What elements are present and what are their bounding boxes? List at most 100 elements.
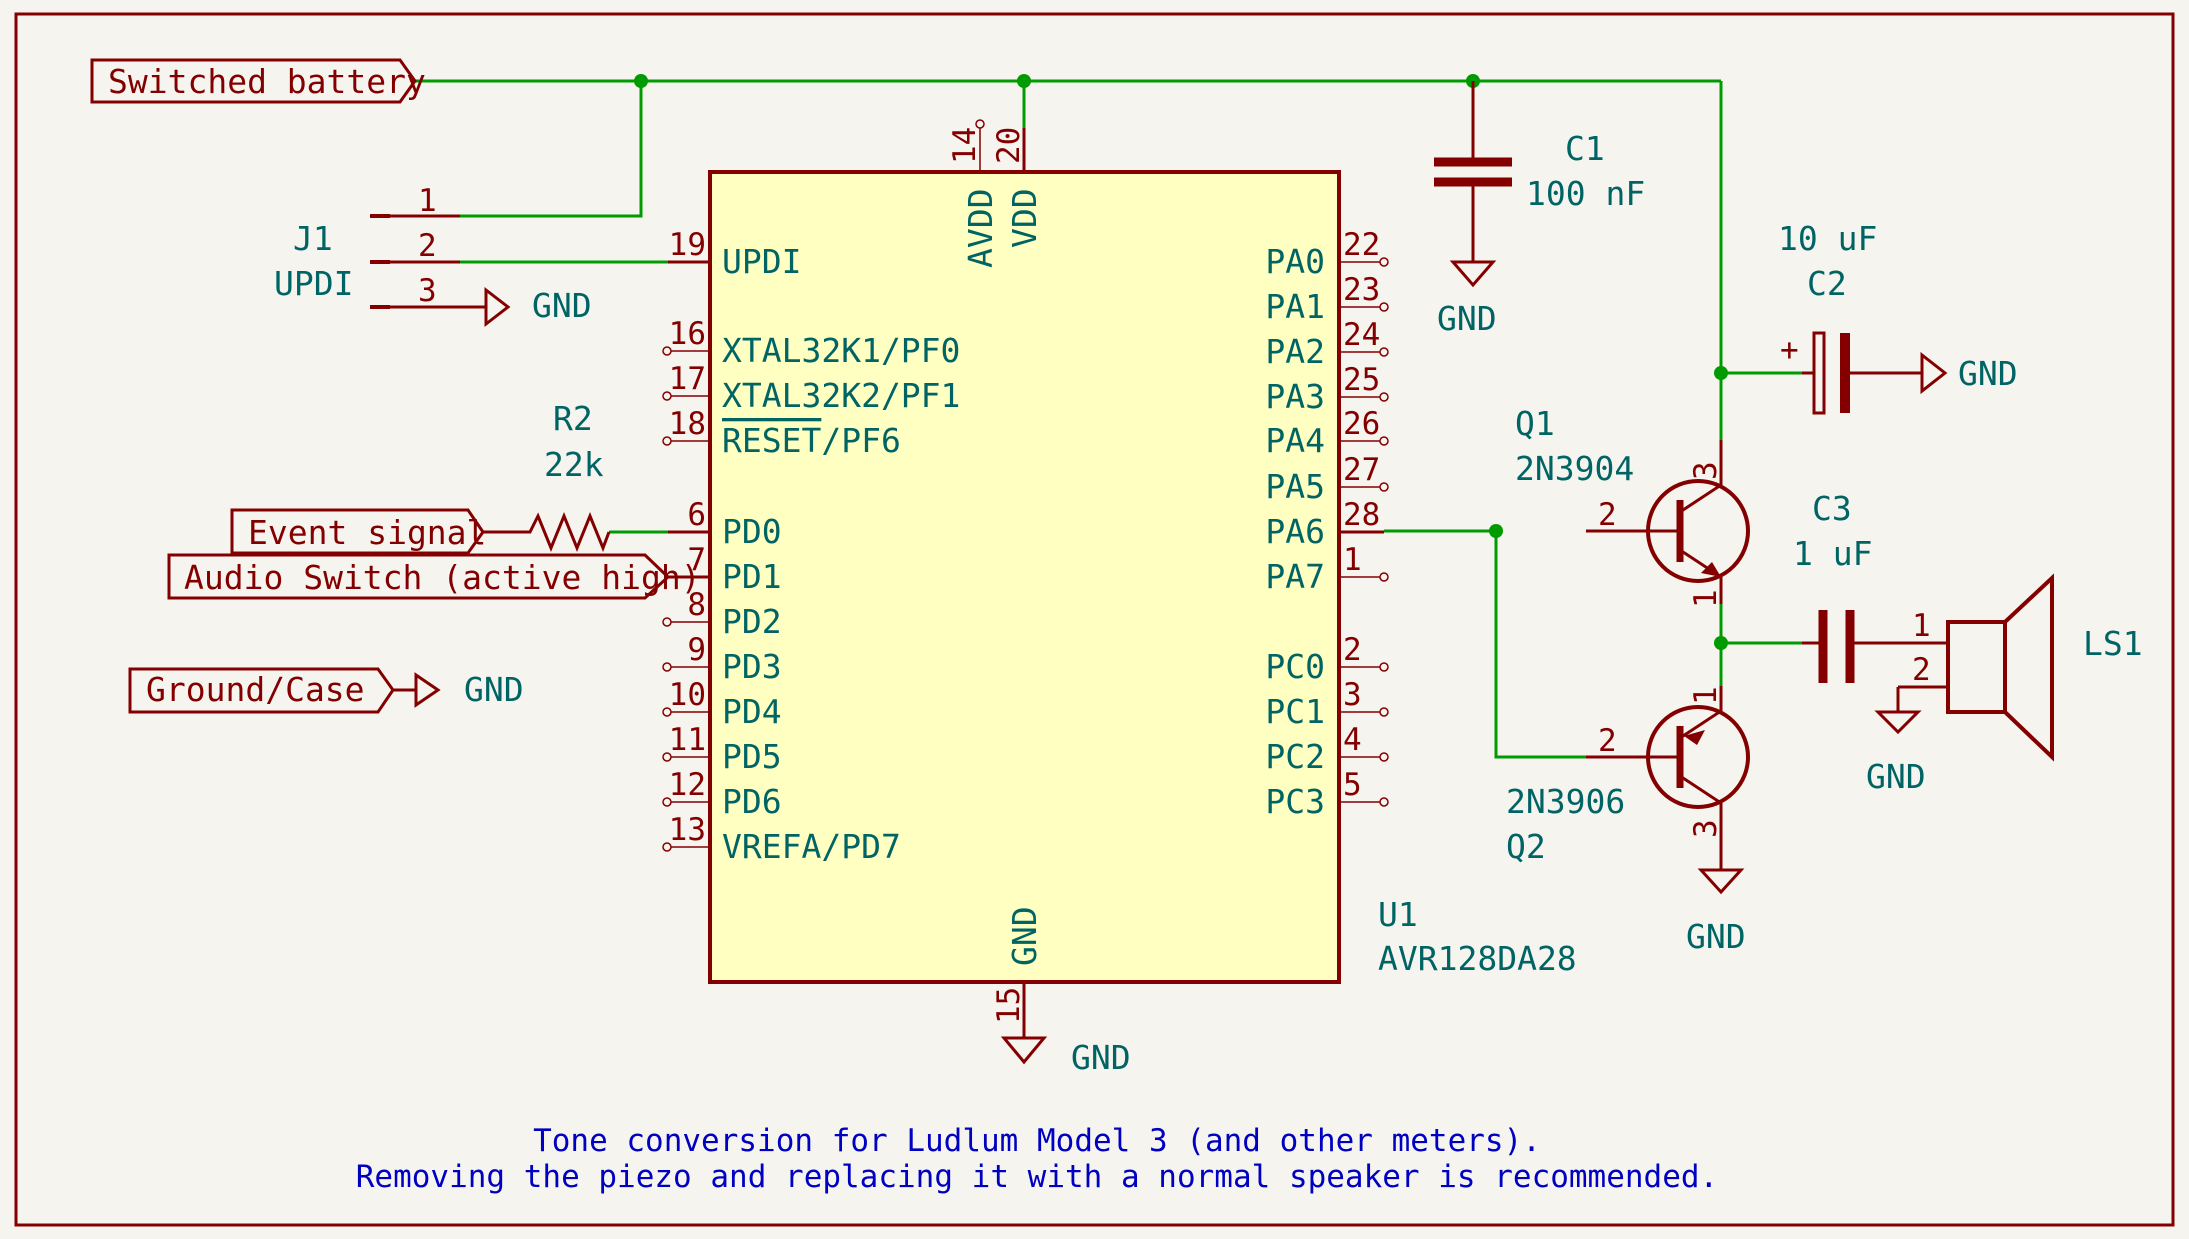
q2-pin-number: 2 (1598, 723, 1617, 759)
u1-pin-name: PD0 (722, 512, 782, 551)
q1-ref: Q1 (1515, 404, 1555, 443)
q2-pin-number: 3 (1688, 819, 1724, 838)
j1-value: UPDI (274, 264, 353, 303)
q2-ref: Q2 (1506, 827, 1546, 866)
q2-value: 2N3906 (1506, 782, 1625, 821)
capacitor-c2: + GND 10 uF C2 (1778, 219, 2018, 415)
ls1-pin-number: 2 (1912, 652, 1931, 688)
u1-pin-number: 24 (1343, 317, 1380, 353)
sheet-notes: Tone conversion for Ludlum Model 3 (and … (356, 1123, 1718, 1195)
r2-value: 22k (544, 445, 604, 484)
u1-right-pins: 22PA023PA124PA225PA326PA427PA528PA61PA72… (1265, 227, 1389, 821)
u1-pin-number: 26 (1343, 406, 1380, 442)
u1-pin-name: VDD (1005, 188, 1044, 248)
u1-pin-name: PC1 (1265, 692, 1325, 731)
gnd-label: GND (464, 670, 524, 709)
c3-ref: C3 (1812, 489, 1852, 528)
q1-pin-number: 2 (1598, 497, 1617, 533)
q2-pin-number: 1 (1688, 686, 1724, 705)
c3-value: 1 uF (1793, 534, 1872, 573)
j1-ref: J1 (293, 219, 333, 258)
ls1-pin-number: 1 (1912, 608, 1931, 644)
u1-pin-name: PC3 (1265, 782, 1325, 821)
u1-pin-number: 15 (991, 987, 1027, 1024)
u1-pin-number: 25 (1343, 362, 1380, 398)
u1-pin-number: 6 (687, 497, 706, 533)
u1-pin-name: PA6 (1265, 512, 1325, 551)
sheet-border (14, 12, 2175, 1227)
u1-value: AVR128DA28 (1378, 939, 1577, 978)
gnd-label: GND (1437, 299, 1497, 338)
u1-pin-number: 10 (669, 677, 706, 713)
gnd-label: GND (1958, 354, 2018, 393)
u1-pin-number: 5 (1343, 767, 1362, 803)
u1-pin-name: PA3 (1265, 377, 1325, 416)
gnd-label: GND (1071, 1038, 1131, 1077)
j1-pin-1: 1 (418, 183, 437, 219)
u1-pin-name: PA7 (1265, 557, 1325, 596)
resistor-r2: R2 22k (483, 399, 611, 553)
q1-value: 2N3904 (1515, 449, 1634, 488)
u1-pin-name: PA1 (1265, 287, 1325, 326)
u1-pin-name: XTAL32K2/PF1 (722, 376, 960, 415)
u1-ref: U1 (1378, 895, 1418, 934)
u1-pin-number: 7 (687, 542, 706, 578)
u1-pin-number: 2 (1343, 632, 1362, 668)
global-label-audio-switch: Audio Switch (active high) (167, 553, 701, 600)
u1-pin-number: 12 (669, 767, 706, 803)
u1-pin-number: 14 (947, 127, 983, 164)
u1-pin-number: 11 (669, 722, 706, 758)
u1-pin-name: PD3 (722, 647, 782, 686)
u1-pin-name: PA2 (1265, 332, 1325, 371)
j1-pin-3: 3 (418, 273, 437, 309)
switched-battery-label: Switched battery (108, 62, 426, 101)
u1-pin-number: 23 (1343, 272, 1380, 308)
gnd-label: GND (1866, 757, 1926, 796)
u1-top-pins: 14 20 AVDD VDD (947, 119, 1044, 268)
u1-pin-name: UPDI (722, 242, 801, 281)
u1-pin-number: 22 (1343, 227, 1380, 263)
u1-pin-number: 9 (687, 632, 706, 668)
speaker-ls1: 1 2 GND LS1 (1866, 573, 2143, 796)
u1-pin-name: AVDD (961, 189, 1000, 268)
u1-pin-name: PD4 (722, 692, 782, 731)
u1-pin-number: 27 (1343, 452, 1380, 488)
r2-ref: R2 (553, 399, 593, 438)
global-label-switched-battery: Switched battery (90, 58, 426, 104)
c2-value: 10 uF (1778, 219, 1877, 258)
global-label-event-signal: Event signal (230, 508, 486, 555)
u1-body (708, 170, 1341, 984)
c2-plus: + (1780, 332, 1799, 368)
u1-pin-name: RESET/PF6 (722, 421, 901, 460)
c1-ref: C1 (1565, 129, 1605, 168)
u1-pin-name: PC2 (1265, 737, 1325, 776)
u1-pin-number: 4 (1343, 722, 1362, 758)
u1-pin-number: 1 (1343, 542, 1362, 578)
u1-pin-number: 13 (669, 812, 706, 848)
u1-pin-name: XTAL32K1/PF0 (722, 331, 960, 370)
note-line: Removing the piezo and replacing it with… (356, 1159, 1718, 1195)
u1-pin-number: 17 (669, 361, 706, 397)
u1-pin-number: 3 (1343, 677, 1362, 713)
ls1-ref: LS1 (2083, 624, 2143, 663)
ground-case-label: Ground/Case (146, 670, 365, 709)
capacitor-c1: GND C1 100 nF (1434, 81, 1645, 338)
u1-pin-name: VREFA/PD7 (722, 827, 901, 866)
event-signal-label: Event signal (248, 513, 486, 552)
u1-pin-name: PC0 (1265, 647, 1325, 686)
q1-pin-number: 1 (1688, 589, 1724, 608)
u1-pin-name: PD2 (722, 602, 782, 641)
u1-pin-number: 16 (669, 316, 706, 352)
u1-pin-name: GND (1005, 906, 1044, 966)
junction-dots (634, 74, 1728, 650)
c2-ref: C2 (1807, 264, 1847, 303)
u1-pin-number: 8 (687, 587, 706, 623)
note-line: Tone conversion for Ludlum Model 3 (and … (533, 1123, 1541, 1159)
capacitor-c3: C3 1 uF (1793, 489, 1948, 683)
j1-pin-2: 2 (418, 228, 437, 264)
q1-pin-number: 3 (1688, 461, 1724, 480)
transistor-q1: 3 2 1 Q1 2N3904 (1515, 404, 1750, 608)
connector-j1: 1 2 3 J1 UPDI GND (274, 183, 592, 328)
